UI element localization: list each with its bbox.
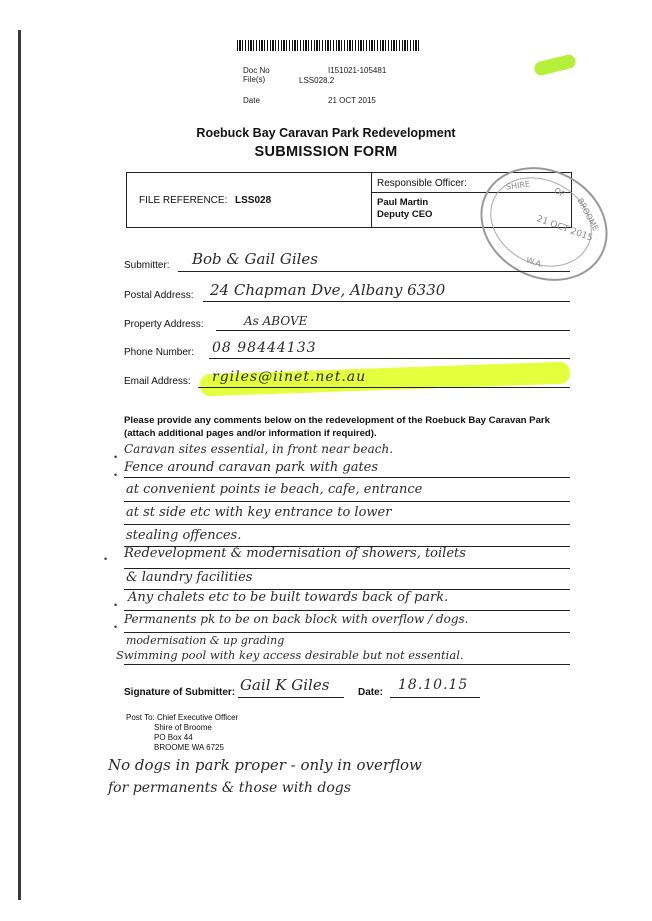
bullet: • — [114, 452, 118, 462]
signature-line — [238, 697, 344, 698]
property-line — [216, 330, 570, 331]
form-title: Roebuck Bay Caravan Park Redevelopment — [196, 126, 456, 140]
post-to-line-4: BROOME WA 6725 — [154, 743, 224, 752]
bullet: • — [114, 470, 118, 480]
post-to-line-1: Post To: Chief Executive Officer — [126, 713, 239, 722]
property-value: As ABOVE — [244, 314, 308, 328]
postal-label: Postal Address: — [124, 290, 194, 301]
extra-note-1: No dogs in park proper - only in overflo… — [108, 756, 422, 774]
signature-value: Gail K Giles — [240, 676, 330, 694]
highlighter-mark — [532, 53, 578, 77]
submitter-line — [178, 271, 570, 272]
officer-title: Deputy CEO — [377, 209, 433, 220]
comment-line-10: modernisation & up grading — [126, 634, 285, 647]
bullet: • — [114, 600, 118, 610]
submitter-label: Submitter: — [124, 260, 170, 271]
email-value: rgiles@iinet.net.au — [212, 369, 367, 385]
form-subtitle: SUBMISSION FORM — [254, 144, 398, 160]
post-to-line-2: Shire of Broome — [154, 723, 212, 732]
comment-line-1: Caravan sites essential, in front near b… — [124, 442, 394, 456]
comment-line-7: & laundry facilities — [126, 570, 253, 585]
doc-no-value: I151021-105481 — [328, 66, 387, 75]
comment-line-4: at st side etc with key entrance to lowe… — [126, 505, 392, 520]
comment-rule — [124, 610, 570, 611]
barcode — [237, 40, 420, 51]
box-divider-horizontal — [371, 192, 571, 193]
comment-line-2: Fence around caravan park with gates — [124, 460, 379, 475]
signature-date-label: Date: — [358, 687, 384, 698]
comment-rule — [124, 477, 570, 478]
comment-rule — [124, 589, 570, 590]
comment-line-11: Swimming pool with key access desirable … — [116, 648, 464, 662]
postal-value: 24 Chapman Dve, Albany 6330 — [210, 281, 446, 299]
phone-line — [209, 358, 570, 359]
submitter-value: Bob & Gail Giles — [192, 250, 318, 268]
date-label: Date — [243, 96, 260, 105]
comment-rule — [124, 664, 570, 665]
post-to-line-3: PO Box 44 — [154, 733, 193, 742]
officer-name: Paul Martin — [377, 197, 429, 208]
comments-prompt: Please provide any comments below on the… — [124, 415, 550, 439]
bullet: • — [104, 554, 108, 564]
extra-note-2: for permanents & those with dogs — [108, 780, 351, 796]
doc-no-label: Doc No — [243, 66, 270, 75]
email-line — [198, 387, 570, 388]
email-label: Email Address: — [124, 376, 191, 387]
bullet: • — [114, 622, 118, 632]
signature-date-value: 18.10.15 — [398, 677, 469, 693]
comment-line-5: stealing offences. — [126, 528, 242, 543]
page-left-edge — [18, 30, 21, 900]
box-divider — [371, 173, 372, 227]
file-reference-label: FILE REFERENCE: — [139, 195, 228, 206]
postal-line — [203, 301, 570, 302]
phone-value: 08 98444133 — [212, 340, 317, 356]
phone-label: Phone Number: — [124, 347, 195, 358]
responsible-officer-label: Responsible Officer: — [377, 178, 467, 189]
files-label: File(s) — [243, 75, 266, 84]
comment-line-9: Permanents pk to be on back block with o… — [124, 612, 469, 626]
comment-rule — [124, 524, 570, 525]
comment-rule — [124, 501, 570, 502]
comment-rule — [124, 568, 570, 569]
comment-line-6: Redevelopment & modernisation of showers… — [124, 546, 466, 561]
comment-rule — [124, 546, 570, 547]
comment-line-8: Any chalets etc to be built towards back… — [128, 590, 449, 605]
comment-line-3: at convenient points ie beach, cafe, ent… — [126, 482, 423, 497]
date-value: 21 OCT 2015 — [328, 96, 376, 105]
file-reference-value: LSS028 — [235, 195, 272, 206]
signature-date-line — [390, 697, 480, 698]
files-value: LSS028.2 — [299, 76, 335, 85]
comment-rule — [124, 632, 570, 633]
property-label: Property Address: — [124, 319, 204, 330]
file-reference-box: FILE REFERENCE: LSS028 Responsible Offic… — [126, 172, 572, 228]
signature-label: Signature of Submitter: — [124, 687, 236, 698]
